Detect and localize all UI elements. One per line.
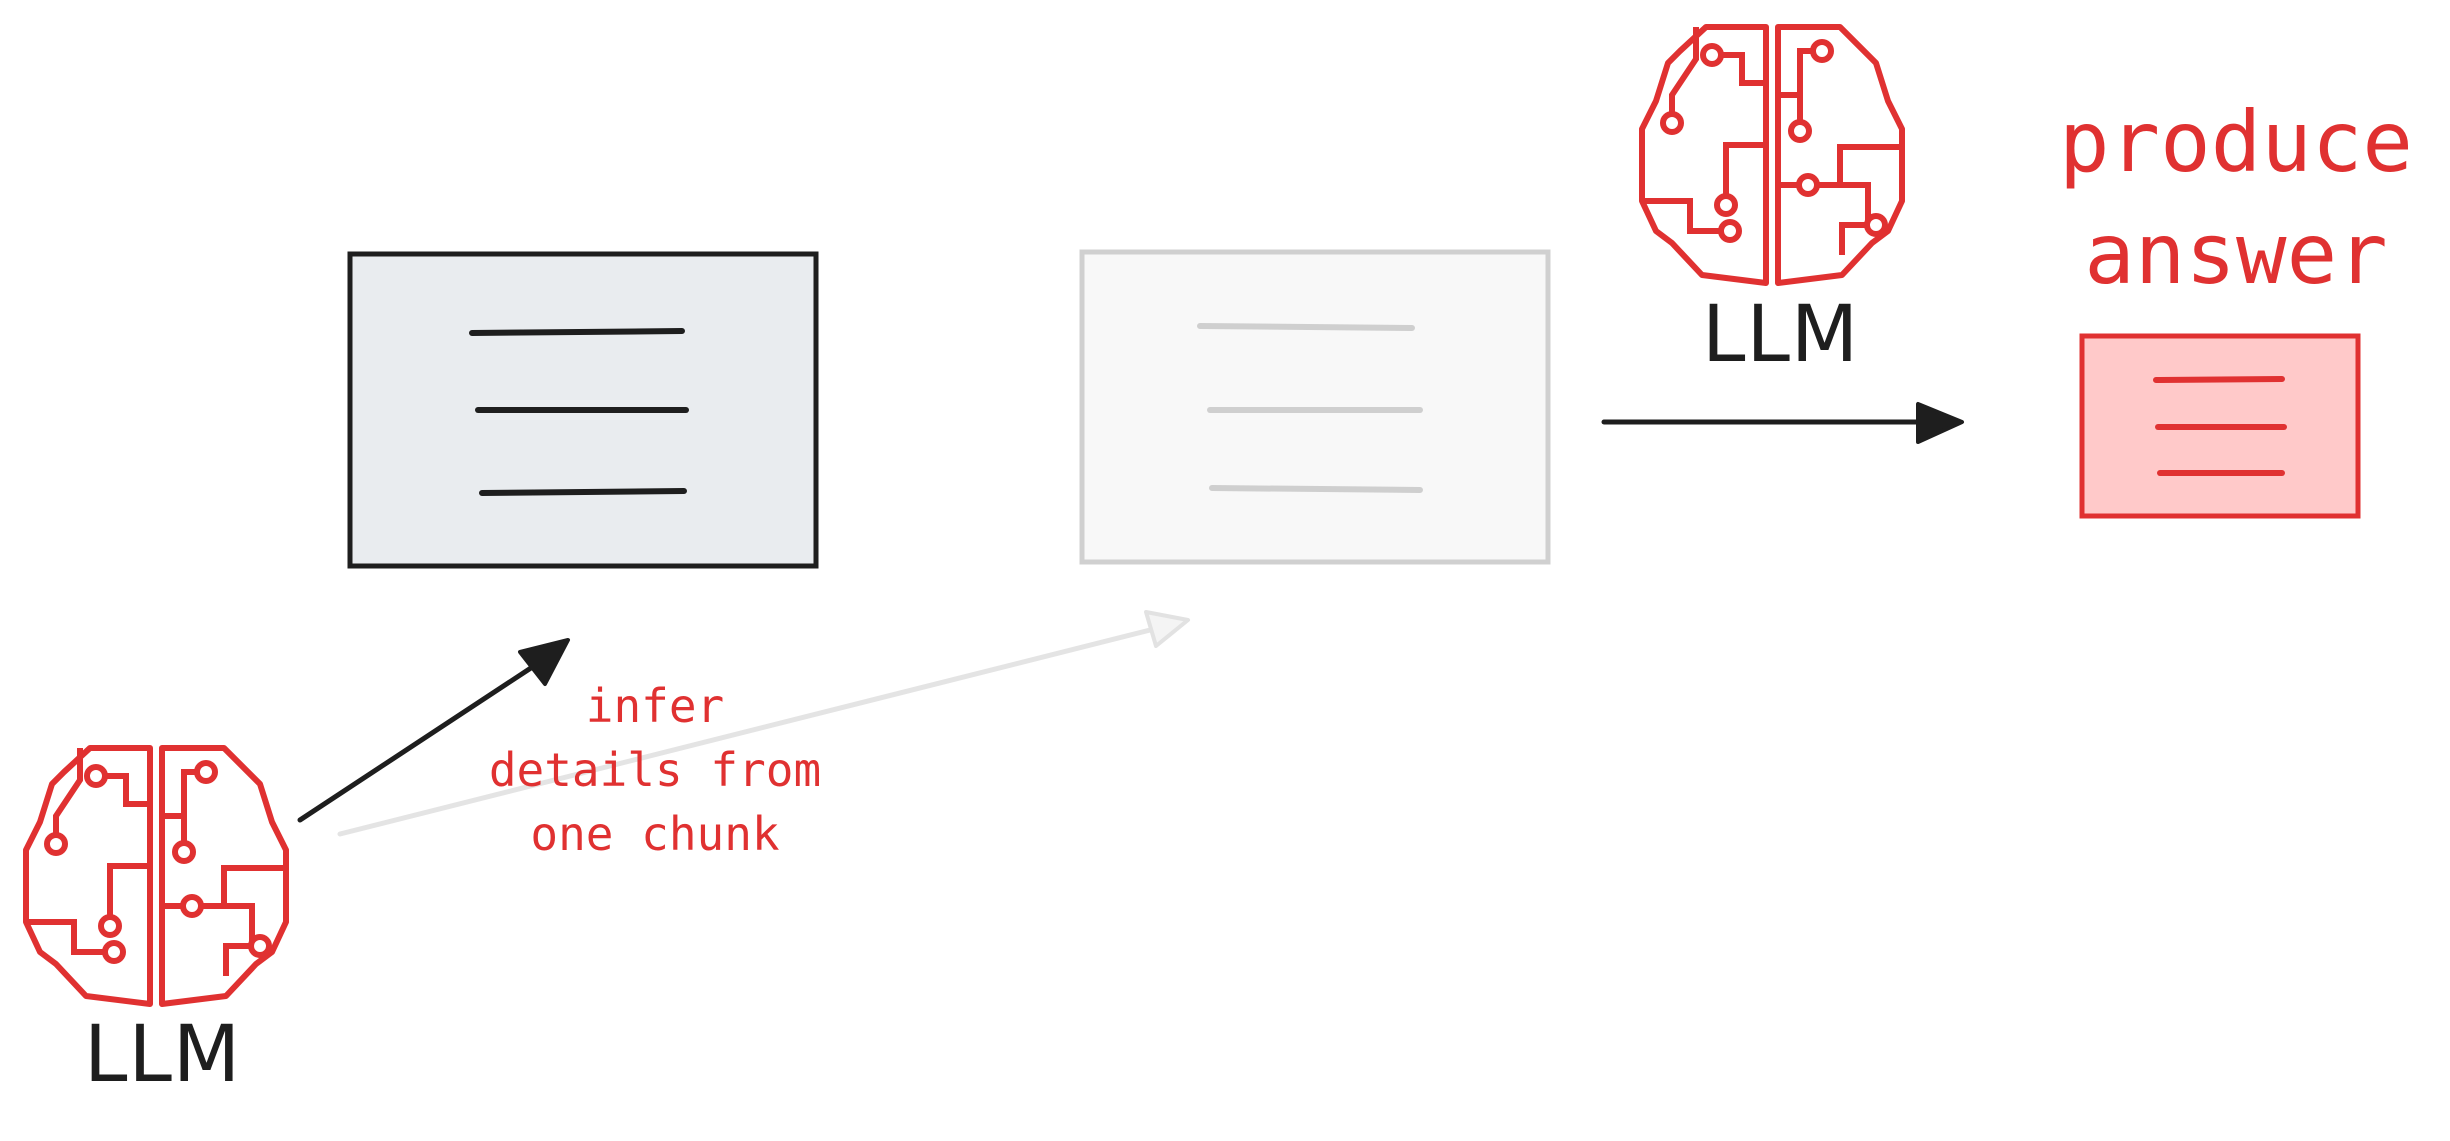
chunk-card-active	[347, 251, 819, 569]
answer-card	[2079, 333, 2361, 519]
arrow-to-answer	[1601, 402, 1964, 444]
text-line	[1197, 323, 1415, 331]
infer-line-1: infer	[585, 679, 725, 733]
text-line	[2153, 376, 2285, 383]
infer-line-2: details from	[488, 743, 822, 797]
text-line	[1209, 485, 1423, 493]
brain-circuit-icon	[1642, 27, 1902, 283]
produce-line-1: produce	[2058, 93, 2413, 191]
brain-circuit-icon	[26, 748, 286, 1004]
produce-line-2: answer	[2084, 205, 2388, 303]
llm-label-left: LLM	[84, 1010, 242, 1100]
chunk-card-faded	[1079, 249, 1551, 565]
produce-answer-caption: produce answer	[2036, 86, 2436, 310]
text-line	[469, 328, 685, 336]
infer-line-3: one chunk	[530, 807, 780, 861]
arrow-to-chunk	[297, 638, 570, 823]
faded-arrow	[337, 610, 1190, 837]
text-line	[479, 488, 687, 496]
llm-label-right: LLM	[1702, 290, 1860, 380]
infer-caption: infer details from one chunk	[470, 674, 840, 866]
